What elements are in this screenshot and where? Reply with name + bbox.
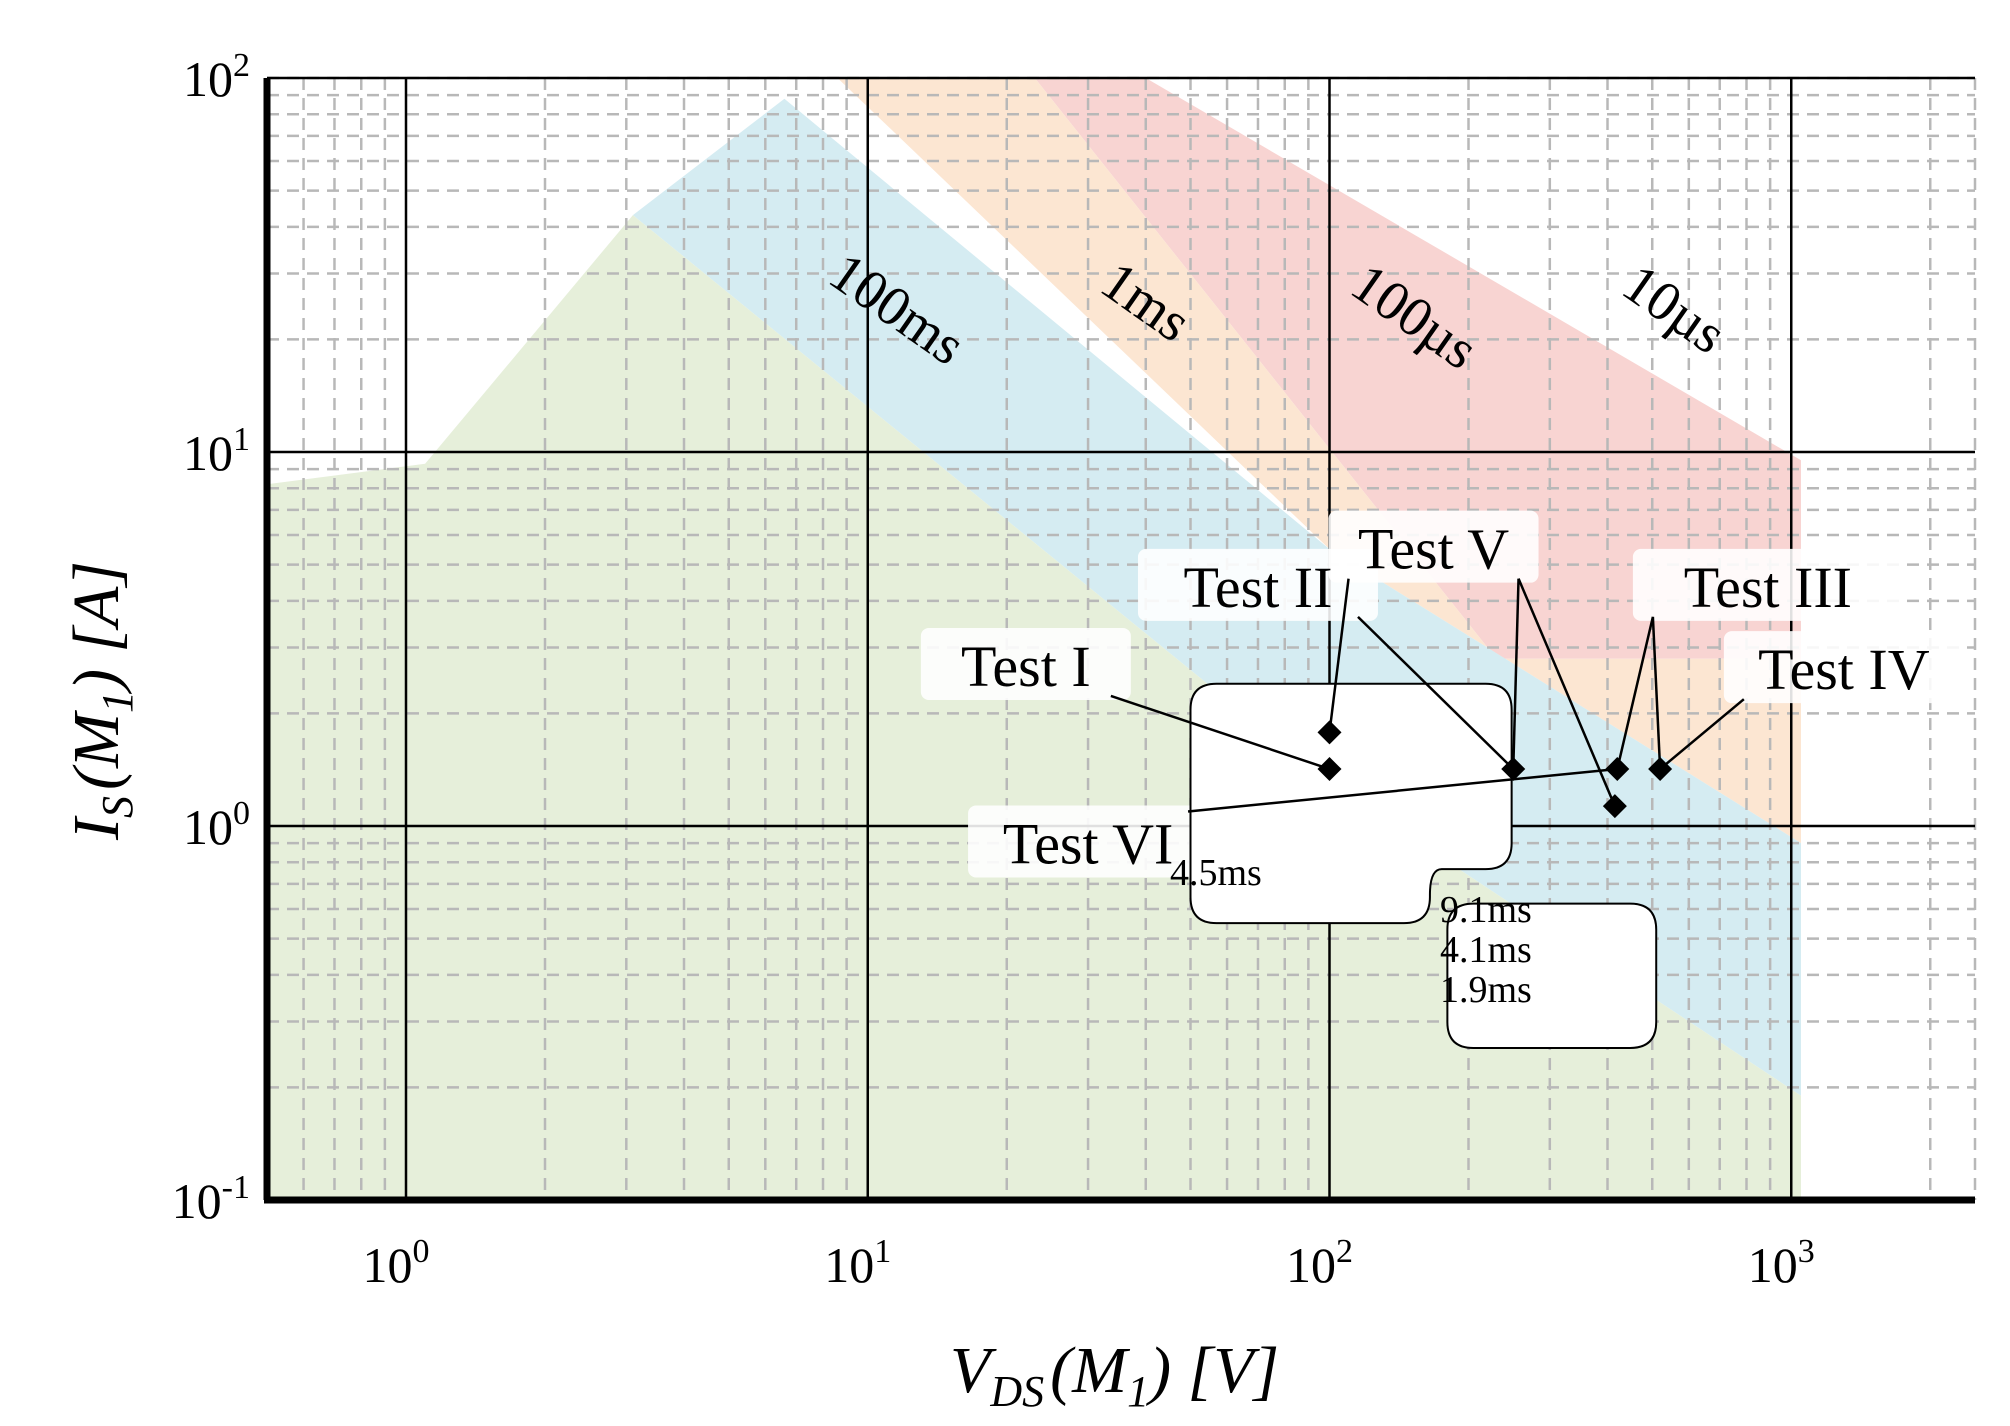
x-tick-10e2: 102 xyxy=(1286,1233,1353,1293)
duration-box-1 xyxy=(1189,682,1513,925)
region-100us xyxy=(837,78,1801,844)
y-tick-10e0: 100 xyxy=(183,795,250,855)
major-grid xyxy=(267,76,1975,1200)
point-test-iv xyxy=(1648,757,1673,782)
test-label-test-iv: Test IV xyxy=(1758,637,1930,702)
leader-test-i xyxy=(1110,694,1330,771)
duration-label-9-1ms: 9.1ms xyxy=(1440,889,1532,931)
x-tick-10e0: 100 xyxy=(363,1233,430,1293)
point-test-vi xyxy=(1602,794,1627,819)
region-100ms xyxy=(267,215,1801,1201)
duration-label-1-9ms: 1.9ms xyxy=(1440,969,1532,1011)
leader-test-iii xyxy=(1651,616,1662,770)
tick-labels: 100 101 102 103 10-1 100 101 102 xyxy=(172,47,1815,1293)
y-axis-title: IS(M1) [A] xyxy=(60,561,142,841)
duration-boxes: 4.5ms 9.1ms 4.1ms 1.9ms xyxy=(1170,682,1658,1049)
point-test-v xyxy=(1317,720,1342,745)
test-label-test-i: Test I xyxy=(961,634,1091,699)
label-bg-test-v xyxy=(1328,510,1539,583)
label-bg-test-iv xyxy=(1723,631,1964,704)
point-test-i xyxy=(1317,757,1342,782)
leader-test-vi xyxy=(1187,767,1618,813)
test-label-test-ii: Test II xyxy=(1184,555,1333,620)
label-bg-test-iii xyxy=(1632,548,1903,621)
duration-box-2 xyxy=(1446,902,1658,1049)
point-test-ii xyxy=(1501,757,1526,782)
axes xyxy=(263,78,1975,1204)
leader-test-iv xyxy=(1659,698,1745,771)
x-tick-10e3: 103 xyxy=(1748,1233,1815,1293)
label-bg-test-i xyxy=(920,627,1131,700)
leader-test-iii xyxy=(1616,616,1655,770)
test-label-test-v: Test V xyxy=(1358,517,1509,582)
label-backgrounds xyxy=(920,510,1964,878)
leader-test-v xyxy=(1517,578,1617,807)
y-tick-10e2: 102 xyxy=(183,47,250,107)
label-bg-test-ii xyxy=(1137,548,1378,621)
y-tick-10e1: 101 xyxy=(183,421,250,481)
x-axis-title: VDS(M1) [V] xyxy=(950,1334,1279,1416)
region-label-10us: 10µs xyxy=(1611,252,1737,366)
point-test-iii xyxy=(1605,757,1630,782)
duration-label-4-1ms: 4.1ms xyxy=(1440,929,1532,971)
test-labels: Test I Test II Test V Test III Test IV Test V… xyxy=(961,517,1930,877)
test-label-test-vi: Test VI xyxy=(1003,811,1173,876)
x-tick-10e1: 101 xyxy=(824,1233,891,1293)
data-points xyxy=(1317,720,1673,819)
leader-test-v xyxy=(1328,578,1350,733)
duration-label-4-5ms: 4.5ms xyxy=(1170,852,1262,894)
leader-lines xyxy=(1110,578,1745,813)
leader-test-v xyxy=(1512,578,1520,770)
test-label-test-iii: Test III xyxy=(1684,555,1852,620)
label-bg-test-vi xyxy=(968,805,1209,878)
leader-test-ii xyxy=(1357,615,1515,770)
y-tick-10e-1: 10-1 xyxy=(172,1169,250,1229)
